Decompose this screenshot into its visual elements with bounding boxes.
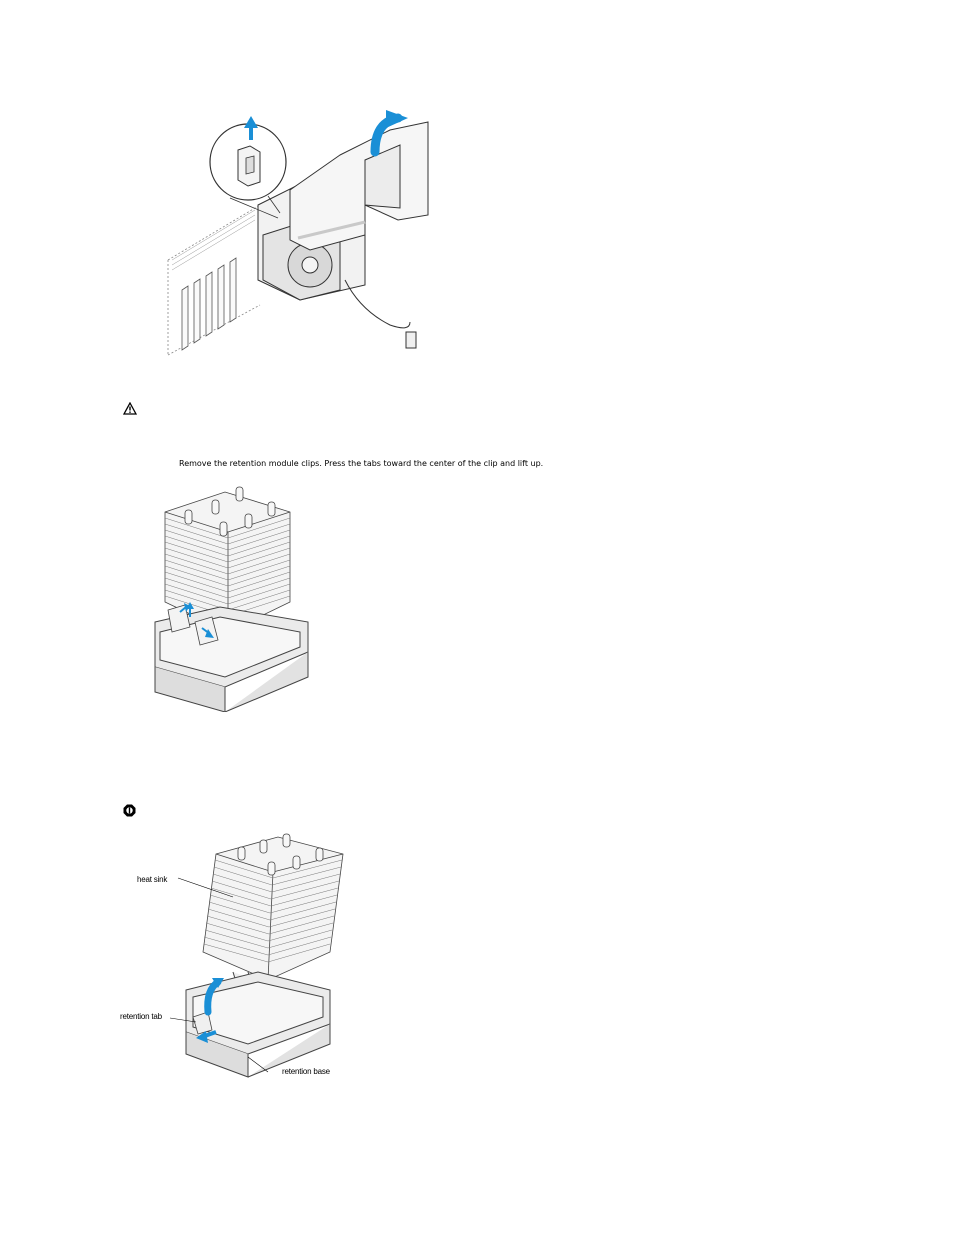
label-heat-sink: heat sink bbox=[137, 875, 168, 884]
notice-octagon-icon bbox=[123, 802, 136, 817]
figure-fan-shroud-removal bbox=[160, 110, 440, 360]
step-instruction: Remove the retention module clips. Press… bbox=[179, 459, 544, 468]
label-retention-base: retention base bbox=[282, 1067, 331, 1076]
figure-heat-sink-removal: heat sink retention tab retention base bbox=[118, 832, 358, 1082]
figure-retention-clips bbox=[150, 482, 315, 712]
caution-triangle-icon bbox=[122, 400, 138, 415]
label-retention-tab: retention tab bbox=[120, 1012, 163, 1021]
